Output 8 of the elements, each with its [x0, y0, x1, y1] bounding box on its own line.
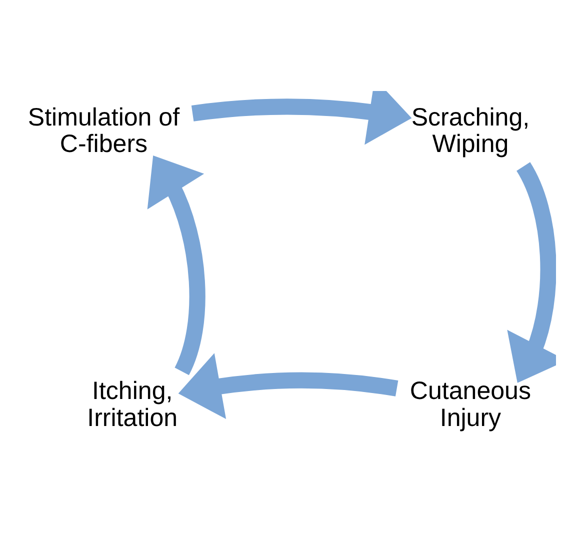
node-text: Itching, Irritation: [87, 377, 178, 432]
arrow: [507, 162, 556, 383]
arrow: [192, 91, 412, 145]
node-text: Stimulation of C-fibers: [28, 103, 180, 158]
arrow: [178, 353, 398, 420]
node-text: Cutaneous Injury: [410, 377, 532, 432]
arrow: [147, 155, 206, 375]
node-text: Scraching, Wiping: [411, 103, 530, 158]
